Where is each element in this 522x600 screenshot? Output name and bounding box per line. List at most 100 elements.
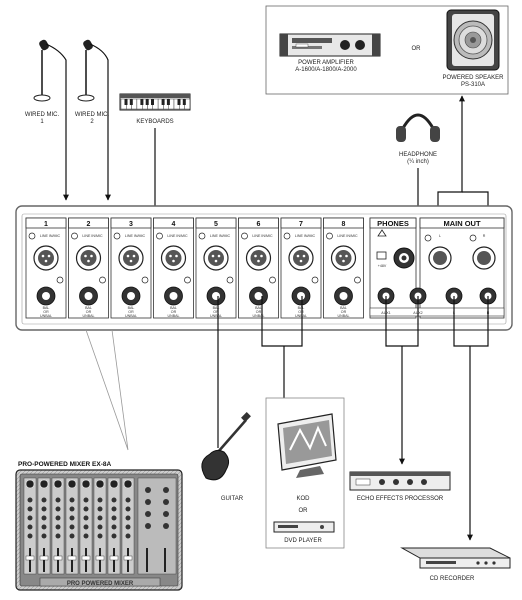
xlr-inner: [250, 250, 267, 266]
mixer-knob: [125, 533, 131, 539]
channel-number: 3: [129, 221, 133, 228]
bal-label: UNBAL: [83, 314, 95, 318]
mount-screw: [71, 232, 78, 240]
mixer-knob: [97, 506, 103, 512]
insert-jack-hole: [84, 292, 93, 300]
bal-label: OR: [86, 310, 92, 314]
xlr-pin: [84, 254, 87, 258]
keyboard-black-key: [161, 99, 165, 105]
mixer-knob: [27, 533, 33, 539]
kod-icon: [277, 413, 337, 478]
mixer-fader-cap: [95, 555, 105, 561]
xlr-pin: [211, 254, 215, 258]
phantom-switch[interactable]: [376, 251, 387, 260]
mixer-master-section: [137, 477, 177, 575]
or-label-top: OR: [412, 46, 422, 52]
xlr-pin: [87, 259, 90, 263]
keyboard-black-key: [151, 99, 154, 105]
insert-jack-hole: [127, 292, 135, 300]
mixer-knob: [111, 506, 117, 512]
mixer-master-knob: [163, 511, 169, 517]
mixer-master-fader: [146, 548, 148, 572]
xlr-inner: [208, 250, 224, 266]
mount-screw: [226, 276, 234, 284]
bal-label: UNBAL: [338, 314, 350, 318]
mixer-knob: [55, 524, 61, 530]
wired-mic-1-number: 1: [40, 119, 44, 125]
mixer-knob: [27, 497, 33, 503]
insert-jack-hole: [254, 292, 263, 300]
channel-number: 1: [44, 221, 48, 228]
insert-jack-hole: [42, 292, 50, 300]
keyboard-black-key: [129, 99, 133, 105]
line-in-label: LINE IN/MIC: [252, 234, 273, 238]
mount-screw: [269, 276, 276, 284]
keyboard-black-key: [166, 99, 170, 105]
keyboard-icon: [119, 93, 191, 111]
mixer-knob: [41, 524, 47, 530]
xlr-pin: [129, 259, 133, 263]
channel-number: 8: [342, 221, 346, 228]
channel-header: [238, 217, 279, 229]
headphone-label: HEADPHONE: [399, 152, 437, 158]
mount-screw: [156, 232, 163, 240]
mount-screw: [99, 276, 106, 284]
phones-section: PHONES +48V: [369, 217, 417, 319]
xlr-pin: [47, 254, 51, 258]
mixer-master-knob: [145, 511, 151, 517]
bal-label: BAL: [128, 306, 135, 310]
cd-recorder-label: CD RECORDER: [430, 576, 475, 582]
bal-label: OR: [128, 310, 134, 314]
wired-mic-2-icon: [77, 39, 95, 102]
bal-label: OR: [213, 310, 219, 314]
xlr-pin: [169, 254, 172, 258]
main-out-title: MAIN OUT: [443, 219, 480, 228]
main-out-l-label: L: [439, 234, 441, 238]
mount-screw: [141, 276, 149, 284]
channel-header: [25, 217, 67, 229]
mixer-knob: [125, 524, 131, 530]
insert-jack-hole: [169, 292, 178, 300]
mount-screw: [283, 232, 291, 240]
bal-label: UNBAL: [125, 314, 137, 318]
warning-icon: [377, 229, 387, 237]
main-out-r-label: R: [483, 234, 486, 238]
mixer-knob: [55, 533, 61, 539]
mixer-knob: [125, 497, 131, 503]
keyboard-black-key: [140, 99, 144, 105]
channel-number: 2: [87, 221, 91, 228]
bal-label: BAL: [85, 306, 92, 310]
mixer-xlr: [25, 479, 35, 489]
mixer-knob: [83, 533, 89, 539]
keyboard-black-key: [182, 99, 186, 105]
channel-header: [280, 217, 322, 229]
bal-label: UNBAL: [210, 314, 222, 318]
mixer-knob: [27, 506, 33, 512]
kod-label: KOD: [296, 496, 310, 502]
main-out-section: MAIN OUT L R: [419, 217, 505, 319]
dvd-player-icon: [273, 521, 335, 533]
xlr-pin: [90, 254, 93, 258]
mount-screw: [326, 232, 333, 240]
mixer-knob: [83, 497, 89, 503]
bal-label: BAL: [170, 306, 177, 310]
bal-label: BAL: [43, 306, 50, 310]
bal-label: OR: [43, 310, 49, 314]
mount-screw: [113, 232, 121, 240]
bal-label: UNBAL: [295, 314, 307, 318]
xlr-pin: [254, 254, 257, 258]
or-label-mid: OR: [299, 508, 309, 514]
mount-screw: [28, 232, 36, 240]
xlr-pin: [175, 254, 178, 258]
insert-jack-hole: [297, 292, 305, 300]
mixer-fader-cap: [53, 555, 63, 561]
mixer-knob: [41, 506, 47, 512]
wired-mic-2-label: WIRED MIC.: [75, 112, 110, 118]
cd-recorder-icon: [400, 547, 511, 569]
mixer-xlr: [53, 479, 63, 489]
mixer-fader-cap: [39, 555, 49, 561]
